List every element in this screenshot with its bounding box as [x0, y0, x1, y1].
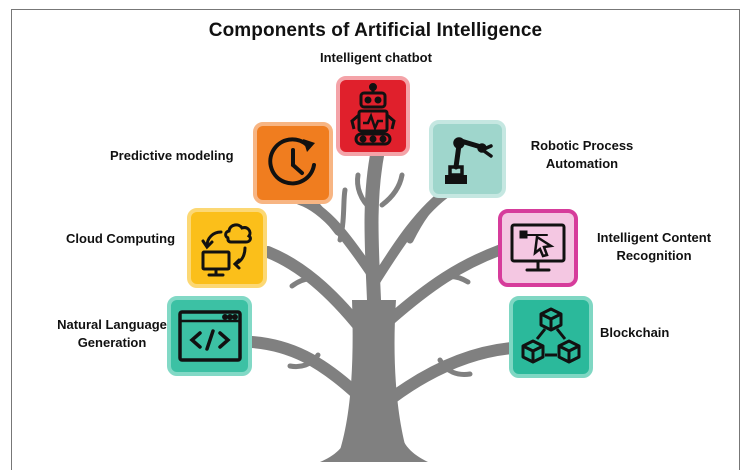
tree-trunk: [336, 300, 410, 462]
tree-roots: [320, 430, 428, 462]
code-window-icon: [177, 310, 242, 362]
branch-content: [384, 244, 506, 326]
box-cloud-computing: [187, 208, 267, 288]
label-intelligent-chatbot: Intelligent chatbot: [320, 50, 432, 65]
branch-nlg: [246, 336, 364, 401]
cloud-computer-icon: [201, 223, 252, 277]
box-natural-language-generation: [167, 296, 252, 376]
branch-blockchain: [386, 342, 518, 404]
box-intelligent-chatbot: [336, 76, 410, 156]
label-blockchain: Blockchain: [600, 325, 670, 340]
clock-refresh-icon: [268, 137, 316, 186]
robotic-arm-icon: [444, 137, 493, 184]
diagram-title: Components of Artificial Intelligence: [208, 20, 543, 41]
box-robotic-process-automation: [429, 120, 506, 198]
label-intelligent-content-recognition: Intelligent Content Recognition: [596, 230, 712, 263]
box-intelligent-content-recognition: [498, 209, 578, 287]
cubes-network-icon: [521, 307, 581, 364]
label-robotic-process-automation: Robotic Process Automation: [530, 138, 634, 171]
robot-icon: [350, 83, 396, 146]
label-natural-language-generation: Natural Language Generation: [57, 317, 167, 350]
label-predictive-modeling: Predictive modeling: [110, 148, 234, 163]
box-predictive-modeling: [253, 122, 333, 204]
label-cloud-computing: Cloud Computing: [66, 231, 176, 246]
box-blockchain: [509, 296, 593, 378]
branch-cloud: [262, 246, 368, 336]
frame-border: [11, 9, 740, 470]
monitor-cursor-icon: [510, 223, 566, 272]
